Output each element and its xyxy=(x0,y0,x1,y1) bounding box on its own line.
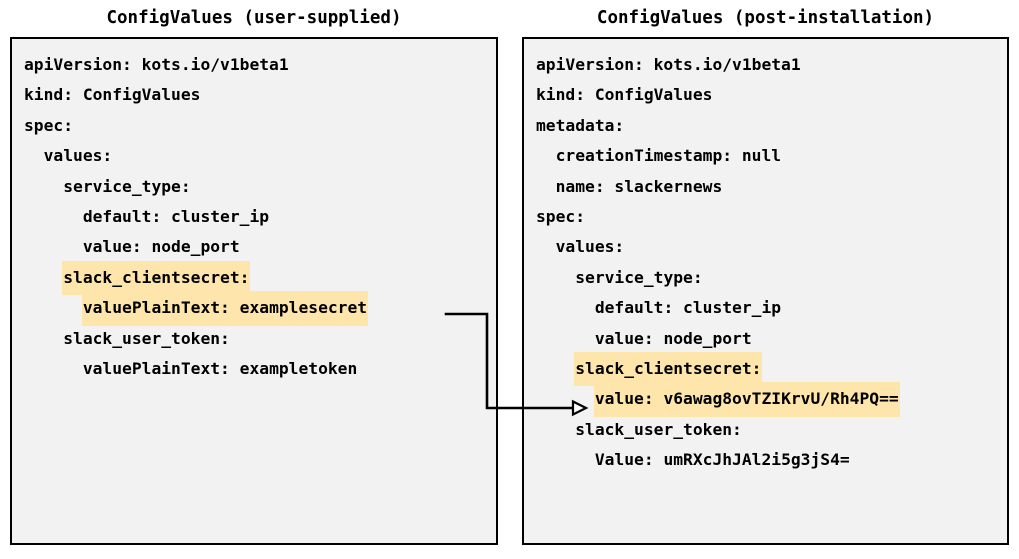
code-indent xyxy=(535,389,594,408)
code-indent xyxy=(535,359,574,378)
code-indent xyxy=(23,268,62,287)
code-text: Value: umRXcJhJAl2i5g3jS4= xyxy=(594,450,850,470)
code-text: kind: ConfigValues xyxy=(24,85,201,105)
right-panel-title: ConfigValues (post-installation) xyxy=(596,8,935,28)
code-text: default: cluster_ip xyxy=(594,298,782,318)
code-line: value: node_port xyxy=(524,322,1007,352)
code-indent xyxy=(23,146,43,165)
code-line: default: cluster_ip xyxy=(524,291,1007,321)
code-text: values: xyxy=(43,146,113,166)
code-text: slack_clientsecret: xyxy=(574,351,763,387)
code-text: value: node_port xyxy=(594,328,752,348)
code-indent xyxy=(535,177,555,196)
code-line: valuePlainText: examplesecret xyxy=(12,291,496,326)
code-text: slack_clientsecret: xyxy=(62,260,251,296)
code-indent xyxy=(23,298,82,317)
code-line: creationTimestamp: null xyxy=(524,139,1007,169)
code-text: apiVersion: kots.io/v1beta1 xyxy=(536,55,801,74)
code-indent xyxy=(23,237,82,256)
code-text: kind: ConfigValues xyxy=(536,85,713,105)
code-line: slack_clientsecret: xyxy=(12,260,496,296)
code-text: spec: xyxy=(24,115,74,135)
code-line: default: cluster_ip xyxy=(12,200,496,230)
right-panel-configvalues-post-installation: apiVersion: kots.io/v1beta1 kind: ConfigV… xyxy=(522,37,1009,545)
code-indent xyxy=(23,359,82,378)
code-indent xyxy=(23,207,82,226)
code-text: values: xyxy=(555,237,625,257)
code-text: slack_user_token: xyxy=(63,328,230,348)
code-indent xyxy=(23,329,62,348)
code-indent xyxy=(535,450,594,469)
code-text: valuePlainText: exampletoken xyxy=(82,358,358,378)
code-line: slack_user_token: xyxy=(12,322,496,352)
code-text: service_type: xyxy=(63,176,191,196)
code-line: kind: ConfigValues xyxy=(12,78,496,108)
code-line: slack_user_token: xyxy=(524,413,1007,443)
code-line: value: v6awag8ovTZIKrvU/Rh4PQ== xyxy=(524,382,1007,417)
code-line: name: slackernews xyxy=(524,170,1007,200)
code-text: default: cluster_ip xyxy=(82,206,270,226)
code-text: slack_user_token: xyxy=(575,419,742,439)
code-indent xyxy=(535,298,594,317)
code-line: kind: ConfigValues xyxy=(524,78,1007,108)
code-line: service_type: xyxy=(524,261,1007,291)
code-indent xyxy=(535,268,574,287)
code-indent xyxy=(535,146,555,165)
code-line: apiVersion: kots.io/v1beta1 xyxy=(12,48,496,78)
code-text: creationTimestamp: null xyxy=(555,146,782,166)
code-indent xyxy=(535,329,594,348)
code-line: values: xyxy=(12,139,496,169)
code-line: slack_clientsecret: xyxy=(524,351,1007,387)
left-panel-title: ConfigValues (user-supplied) xyxy=(106,8,402,28)
code-text: value: v6awag8ovTZIKrvU/Rh4PQ== xyxy=(593,382,900,417)
code-text: valuePlainText: examplesecret xyxy=(81,291,369,326)
code-indent xyxy=(535,237,555,256)
code-line: spec: xyxy=(524,200,1007,230)
code-line: service_type: xyxy=(12,170,496,200)
code-text: service_type: xyxy=(575,267,703,287)
code-line: spec: xyxy=(12,109,496,139)
code-text: spec: xyxy=(536,206,586,226)
code-line: Value: umRXcJhJAl2i5g3jS4= xyxy=(524,443,1007,473)
code-line: valuePlainText: exampletoken xyxy=(12,352,496,382)
code-indent xyxy=(23,177,62,196)
code-indent xyxy=(535,420,574,439)
code-line: metadata: xyxy=(524,109,1007,139)
left-panel-configvalues-user-supplied: apiVersion: kots.io/v1beta1 kind: ConfigV… xyxy=(10,37,498,545)
code-line: value: node_port xyxy=(12,230,496,260)
code-text: apiVersion: kots.io/v1beta1 xyxy=(24,55,289,74)
right-panel-code: apiVersion: kots.io/v1beta1 kind: ConfigV… xyxy=(524,48,1007,473)
code-text: name: slackernews xyxy=(555,176,723,196)
code-line: apiVersion: kots.io/v1beta1 xyxy=(524,48,1007,78)
code-text: metadata: xyxy=(536,115,625,135)
code-text: value: node_port xyxy=(82,237,240,257)
left-panel-code: apiVersion: kots.io/v1beta1 kind: ConfigV… xyxy=(12,48,496,382)
code-line: values: xyxy=(524,230,1007,260)
